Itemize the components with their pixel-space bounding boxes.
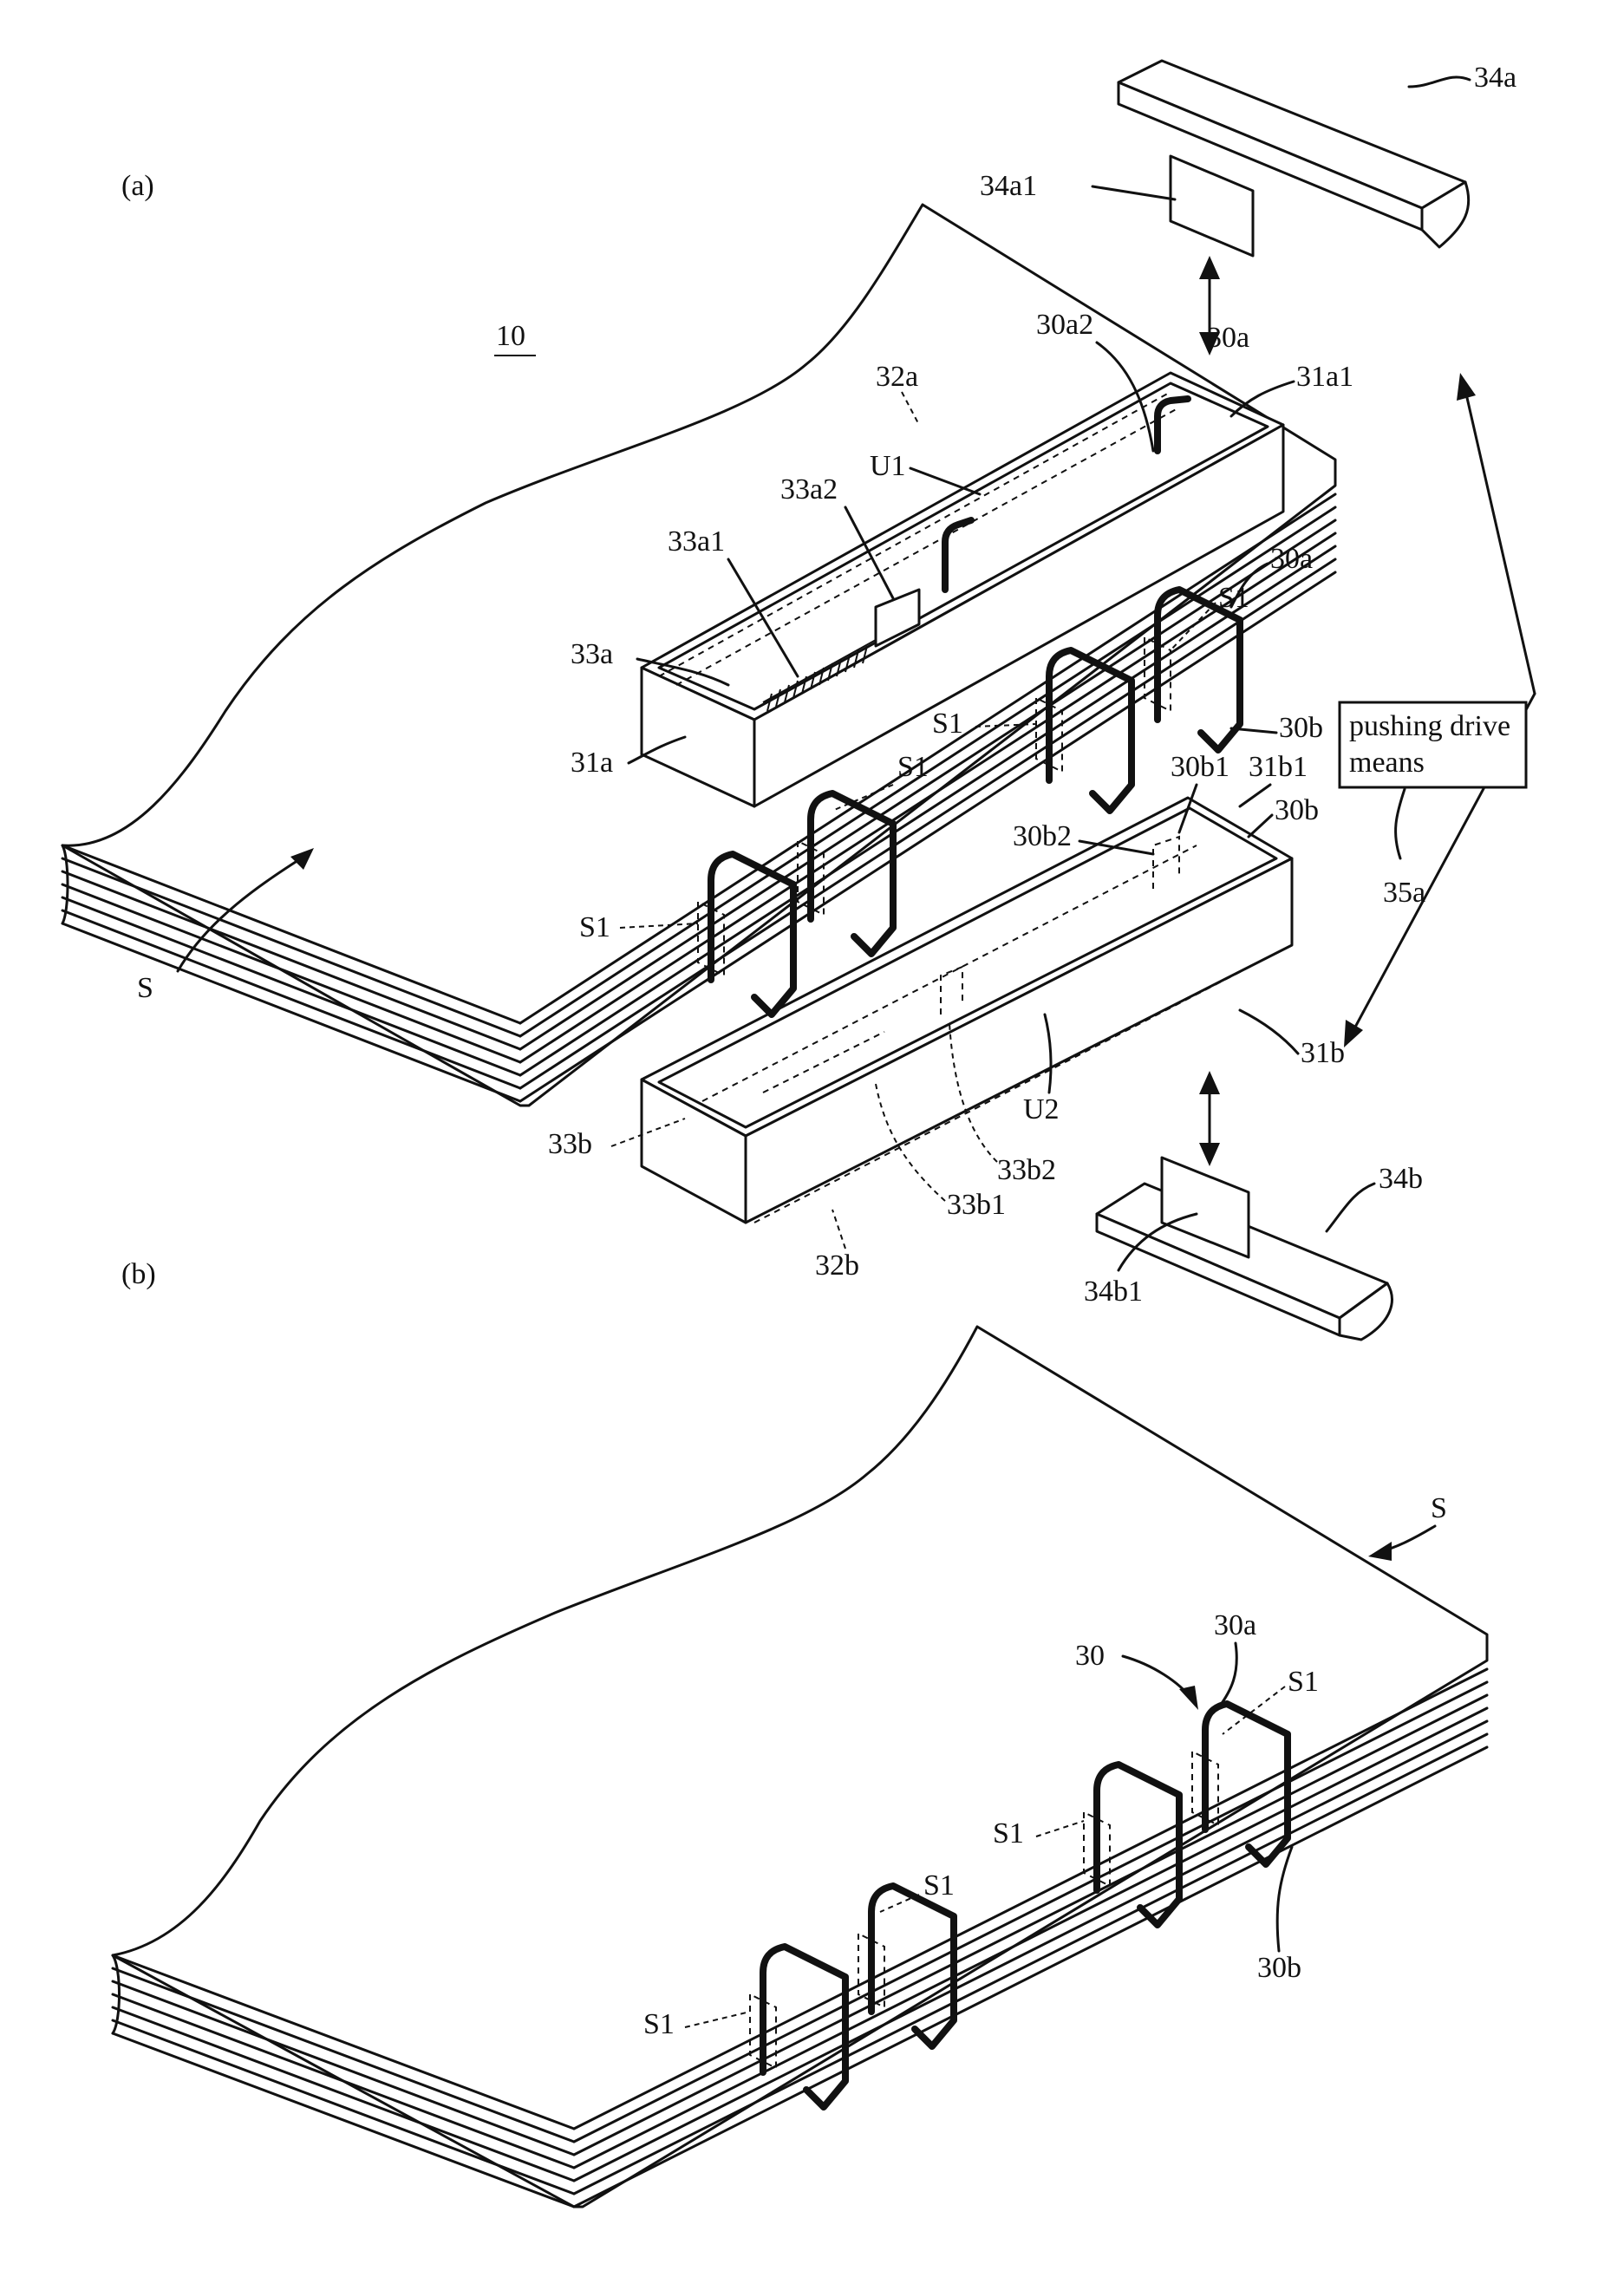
label-33b: 33b [548,1128,592,1160]
label-34a: 34a [1474,62,1516,94]
label-30a2: 30a2 [1036,309,1093,341]
label-30b-a: 30b [1279,712,1323,744]
label-33a1: 33a1 [668,525,725,558]
panel-label-b: (b) [121,1258,156,1290]
label-35a: 35a [1383,877,1425,909]
label-U1: U1 [870,450,906,482]
label-S1-b1: S1 [1288,1666,1319,1698]
label-S1-a1: S1 [1218,582,1249,614]
label-U2: U2 [1023,1093,1060,1125]
label-33b1: 33b1 [947,1189,1006,1221]
label-S1-a4: S1 [579,911,610,943]
label-S1-b2: S1 [993,1817,1024,1850]
label-33a: 33a [571,638,613,670]
label-30: 30 [1075,1640,1105,1672]
label-30b-a2: 30b [1275,794,1319,826]
paper-top-sheet-b [113,1327,1487,2207]
anvil-projection-34a1 [1171,156,1253,256]
label-31a1: 31a1 [1296,361,1353,393]
drive-box-line-1: pushing drive [1349,710,1510,742]
panel-label-a: (a) [121,170,154,202]
device-ref-label: 10 [496,320,525,352]
label-S1-b4: S1 [643,2008,675,2040]
label-S-a: S [137,972,153,1004]
pusher-34b [1097,1158,1392,1340]
label-32b: 32b [815,1249,859,1282]
label-33b2: 33b2 [997,1154,1056,1186]
label-30b1: 30b1 [1171,751,1229,783]
label-30b2: 30b2 [1013,820,1072,852]
drive-box-line-2: means [1349,747,1425,779]
figure-b: (b) [113,1258,1487,2207]
pushing-drive-means-box: pushing drive means [1340,702,1526,858]
label-33a2: 33a2 [780,473,838,506]
label-S1-a2: S1 [932,708,963,740]
label-31b1: 31b1 [1249,751,1308,783]
label-34b1: 34b1 [1084,1275,1143,1308]
label-34b: 34b [1379,1163,1423,1195]
label-S1-b3: S1 [923,1869,955,1902]
label-30a-top: 30a [1207,322,1249,354]
label-S1-a3: S1 [897,751,929,783]
label-30a-b: 30a [1214,1609,1256,1641]
anvil-34a [1119,61,1469,256]
label-30b-b: 30b [1257,1952,1301,1984]
figure-a: (a) 10 [62,61,1535,1340]
label-31b: 31b [1301,1037,1345,1069]
label-31a: 31a [571,747,613,779]
paper-stack-b [113,1327,1487,2207]
label-S-b: S [1431,1492,1447,1524]
arrow-drive-to-anvil [1465,390,1535,694]
label-30a-mid: 30a [1270,543,1313,575]
label-34a1: 34a1 [980,170,1037,202]
label-32a: 32a [876,361,918,393]
